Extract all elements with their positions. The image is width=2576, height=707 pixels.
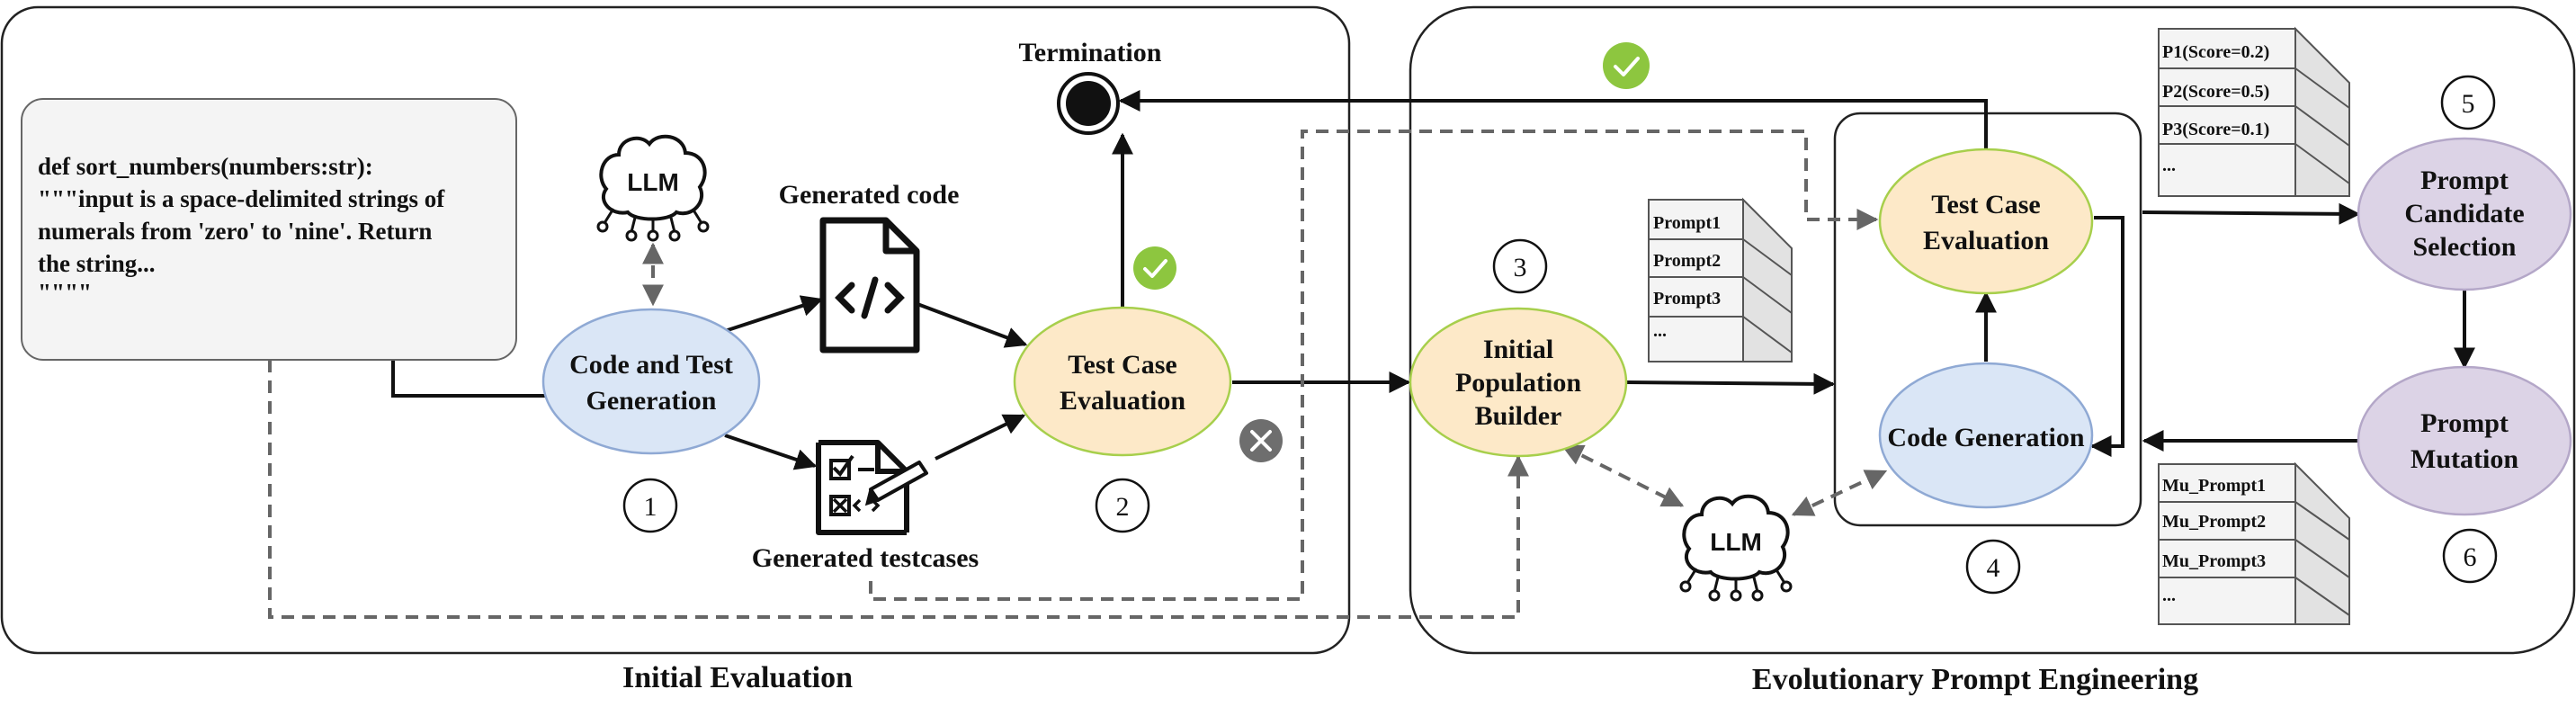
- doc-entry: Prompt3: [1653, 289, 1721, 309]
- edge-eval-back-to-codegen: [2089, 216, 2124, 457]
- file-code-icon: [819, 217, 920, 354]
- doc-entry: Prompt1: [1653, 213, 1721, 233]
- edge-codebox-to-generation: [391, 360, 545, 398]
- edge-codebox-feedback: [268, 360, 1529, 619]
- step-number: 4: [1987, 553, 2000, 583]
- step-number: 2: [1116, 492, 1130, 522]
- generated-testcases-label: Generated testcases: [752, 543, 979, 573]
- edge-loop-to-selection: [2142, 202, 2361, 225]
- node-label: Initial: [1483, 335, 1553, 364]
- mutated-prompts-stack: Mu_Prompt1 Mu_Prompt2 Mu_Prompt3 ...: [2158, 461, 2350, 625]
- doc-entry: Prompt2: [1653, 251, 1721, 271]
- step-badge: [1095, 478, 1150, 533]
- node-prompt-candidate-selection: Prompt Candidate Selection: [2357, 137, 2572, 291]
- llm-label: LLM: [1710, 528, 1762, 556]
- llm-label: LLM: [627, 168, 679, 196]
- step-badge: [1492, 238, 1548, 294]
- doc-entry: P2(Score=0.5): [2162, 82, 2269, 102]
- node-label: Prompt: [2420, 166, 2509, 195]
- step-badge: [1965, 539, 2021, 595]
- step-badge: [2440, 75, 2496, 130]
- node-label: Builder: [1475, 401, 1562, 431]
- step-number: 3: [1514, 253, 1527, 282]
- failure-cross-icon: [1239, 419, 1283, 462]
- doc-entry: ...: [2162, 156, 2176, 175]
- edge-code-to-eval: [917, 302, 1028, 348]
- code-line-3: numerals from 'zero' to 'nine'. Return: [38, 218, 432, 245]
- termination-label: Termination: [1019, 38, 1162, 67]
- node-label: Test Case: [1931, 190, 2040, 219]
- edge-generation-to-tests: [724, 434, 818, 470]
- doc-entry: Mu_Prompt2: [2162, 512, 2266, 532]
- llm-brain-icon: LLM: [596, 134, 710, 242]
- edge-generation-to-code: [724, 295, 824, 333]
- code-line-5: """": [38, 279, 92, 306]
- initial-evaluation-frame: [0, 5, 1351, 655]
- section-title-evolutionary: Evolutionary Prompt Engineering: [1752, 663, 2198, 696]
- step-numbers: [622, 75, 2498, 595]
- node-label: Population: [1455, 368, 1581, 398]
- step-badge: [622, 478, 678, 533]
- section-title-initial-evaluation: Initial Evaluation: [622, 661, 853, 694]
- input-code-box: def sort_numbers(numbers:str): """input …: [21, 98, 517, 361]
- node-label: Code and Test: [569, 350, 733, 380]
- scored-prompts-stack: P1(Score=0.2) P2(Score=0.5) P3(Score=0.1…: [2158, 26, 2350, 197]
- node-prompt-mutation: Prompt Mutation: [2357, 365, 2572, 516]
- edge-builder-to-loop: [1625, 372, 1836, 395]
- node-code-generation: Code Generation: [1878, 362, 2094, 509]
- code-line-4: the string...: [38, 250, 156, 277]
- node-label: Evaluation: [1060, 386, 1185, 416]
- doc-entry: P1(Score=0.2): [2162, 42, 2269, 62]
- step-number: 5: [2462, 89, 2475, 119]
- step-badge: [2442, 528, 2498, 584]
- code-line-2: """input is a space-delimited strings of: [38, 185, 445, 212]
- node-label: Generation: [586, 386, 717, 416]
- node-label: Test Case: [1068, 350, 1176, 380]
- doc-entry: Mu_Prompt3: [2162, 551, 2266, 571]
- test-checklist-icon: [816, 440, 928, 535]
- success-check-icon: [1133, 246, 1176, 290]
- code-line-1: def sort_numbers(numbers:str):: [38, 153, 373, 180]
- node-inner-test-case-evaluation: Test Case Evaluation: [1878, 148, 2094, 295]
- success-check-icon: [1603, 42, 1650, 89]
- edge-inner-eval-to-termination: [1118, 90, 1988, 151]
- node-code-test-generation: Code and Test Generation: [541, 308, 761, 455]
- node-initial-population-builder: Initial Population Builder: [1409, 307, 1628, 458]
- edge-tests-to-eval: [935, 414, 1026, 461]
- llm-brain-icon: LLM: [1679, 494, 1793, 602]
- evolutionary-frame: [1409, 5, 2576, 655]
- node-label: Code Generation: [1887, 423, 2084, 452]
- prompt-population-stack: Prompt1 Prompt2 Prompt3 ...: [1648, 197, 1793, 362]
- doc-entry: P3(Score=0.1): [2162, 120, 2269, 139]
- doc-entry: ...: [1653, 321, 1667, 341]
- node-label: Candidate: [2404, 199, 2524, 228]
- node-label: Mutation: [2411, 444, 2518, 474]
- generated-code-label: Generated code: [779, 180, 960, 210]
- dashed-connectors: [268, 130, 1888, 619]
- edge-llm2-to-codegen: [1791, 470, 1888, 516]
- edge-builder-to-llm2: [1561, 444, 1685, 507]
- node-label: Evaluation: [1923, 226, 2049, 255]
- step-number: 1: [644, 492, 657, 522]
- edge-testcases-feedback: [869, 130, 1879, 601]
- node-label: Prompt: [2420, 408, 2509, 438]
- node-label: Selection: [2413, 232, 2517, 262]
- solid-connectors: [391, 90, 2475, 470]
- doc-entry: Mu_Prompt1: [2162, 476, 2266, 496]
- step-number: 6: [2464, 542, 2477, 572]
- termination-node: Termination: [1019, 38, 1162, 135]
- doc-entry: ...: [2162, 586, 2176, 605]
- node-test-case-evaluation: Test Case Evaluation: [1013, 306, 1232, 457]
